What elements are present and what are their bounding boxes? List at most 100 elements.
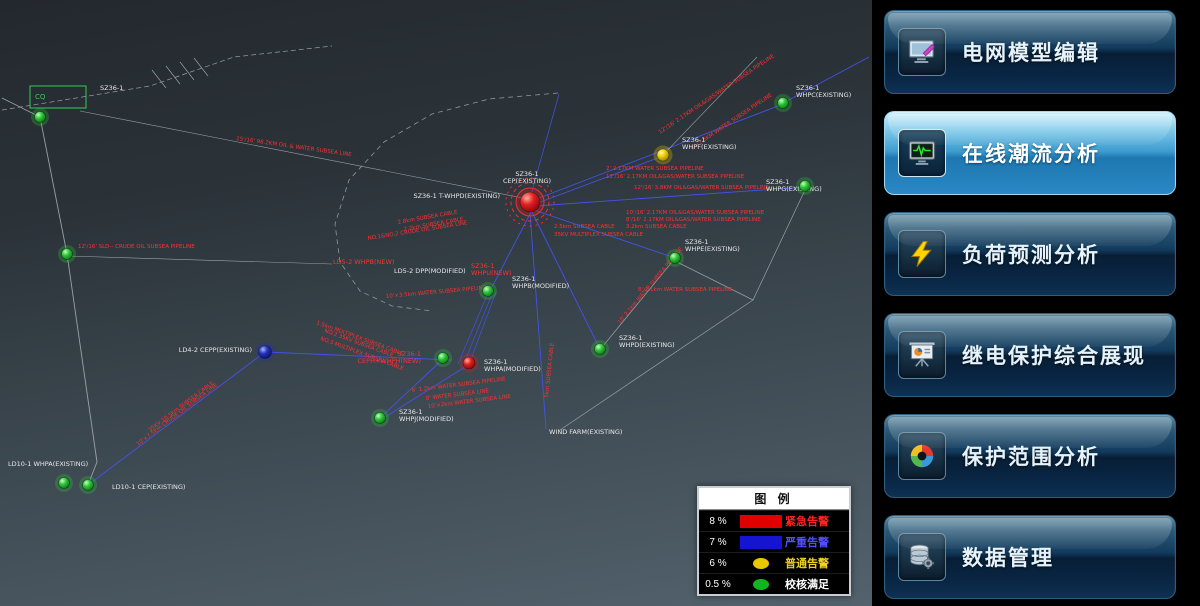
sidebar-item-grid-model-edit[interactable]: 电网模型编辑: [884, 10, 1176, 94]
sidebar-item-load-forecast[interactable]: 负荷预测分析: [884, 212, 1176, 296]
pipeline-edge: [462, 293, 493, 367]
pipeline-annotation: 8'/16' 2.17KM OIL&GAS/WATER SUBSEA PIPEL…: [626, 217, 761, 223]
pipeline-edge: [79, 110, 529, 200]
legend-title: 图 例: [699, 488, 849, 509]
emergency-swatch: [737, 513, 785, 529]
pipeline-edge: [381, 364, 469, 420]
severe-swatch: [737, 534, 785, 550]
grid-node-sz36-1-cep[interactable]: [519, 191, 541, 213]
pie-chart-icon: [898, 432, 946, 480]
sidebar-item-label: 电网模型编辑: [962, 42, 1100, 65]
pipeline-edge: [531, 211, 601, 350]
sidebar-item-relay-protection-display[interactable]: 继电保护综合展现: [884, 313, 1176, 397]
sidebar-item-data-management[interactable]: 数据管理: [884, 515, 1176, 599]
pipeline-annotation: 8' 2.1km WATER SUBSEA PIPELINE: [638, 287, 733, 293]
grid-node-sz36-1-whpg[interactable]: [799, 180, 811, 192]
grid-node-sz36-1-whpa[interactable]: [462, 356, 476, 370]
pipeline-edge: [457, 292, 489, 365]
ok-swatch: [737, 576, 785, 592]
node-label: LD10-1 WHPA(EXISTING): [8, 460, 88, 468]
pipeline-edge: [193, 57, 209, 77]
legend-row-emergency: 8 % 紧急告警: [699, 510, 849, 531]
pipeline-annotation: 12'/16' 2.17KM OIL&GAS/WATER SUBSEA PIPE…: [658, 53, 776, 136]
pipeline-edge: [379, 357, 445, 419]
grid-node-ld10-1-cep[interactable]: [82, 479, 94, 491]
legend-label: 校核满足: [785, 579, 829, 591]
pipeline-annotation: 10'/16' 2.17KM OIL&GAS/WATER SUBSEA PIPE…: [626, 210, 765, 216]
sidebar-item-online-power-flow[interactable]: 在线潮流分析: [884, 111, 1176, 195]
grid-node-sz36-1-whpf[interactable]: [656, 148, 670, 162]
grid-node-sz36-1-whpe[interactable]: [669, 252, 681, 264]
legend-row-ok: 0.5 % 校核满足: [699, 573, 849, 594]
sidebar-item-label: 数据管理: [962, 547, 1054, 570]
node-label: LD4-2 CEPP(EXISTING): [179, 346, 252, 354]
legend: 图 例 8 % 紧急告警 7 % 严重告警 6 % 普通告警 0.5 % 校核满…: [697, 486, 851, 596]
grid-node-sz36-1-ceph[interactable]: [437, 352, 449, 364]
grid-node-sz36-1-whpd[interactable]: [594, 343, 606, 355]
pipeline-edge: [602, 261, 673, 347]
alarm-ring: [505, 177, 555, 227]
pipeline-edge: [534, 155, 664, 205]
legend-label: 普通告警: [785, 558, 829, 570]
pipeline-annotation: 12'/16' SLD-- CRUDE OIL SUBSEA PIPELINE: [78, 244, 195, 250]
grid-node-sz36-1-whpc[interactable]: [777, 97, 789, 109]
pipeline-annotation: 2.5km SUBSEA CABLE: [554, 224, 615, 230]
pipeline-edge: [559, 299, 754, 431]
pipeline-edge: [39, 116, 68, 255]
sidebar-item-label: 在线潮流分析: [962, 143, 1100, 166]
node-label: LD5-2 WHPB(NEW): [333, 258, 394, 266]
grid-node-cq-field[interactable]: [34, 111, 46, 123]
node-label: SZ36-1 T-WHPD(EXISTING): [413, 192, 500, 200]
pipeline-edge: [66, 253, 98, 486]
pipeline-edge: [179, 61, 195, 81]
pipeline-annotation: 15'/16' 98.2KM OIL & WATER SUBSEA LINE: [236, 136, 353, 158]
pipeline-annotation: 5km SUBSEA CABLE: [544, 342, 556, 398]
pipeline-edge: [782, 56, 870, 104]
sidebar-item-label: 保护范围分析: [962, 446, 1100, 469]
pipeline-edge: [165, 65, 181, 85]
pipeline-annotation: 10'×3.5km WATER SUBSEA PIPELINE: [386, 285, 487, 300]
pipeline-annotation: 3.2km SUBSEA CABLE: [626, 224, 687, 230]
pipeline-annotation: 35KV MULTIPLEX SUBSEA CABLE: [554, 232, 644, 238]
cq-field-box: [29, 85, 87, 109]
pipeline-annotation: 12'/16' 3.8KM OIL&GAS/WATER SUBSEA PIPEL…: [634, 185, 769, 191]
sidebar-item-protection-range[interactable]: 保护范围分析: [884, 414, 1176, 498]
pipeline-edge: [264, 351, 453, 361]
pipeline-annotation: 2' 2.17KM WATER SUBSEA PIPELINE: [606, 166, 704, 172]
alarm-ring: [510, 182, 550, 222]
sidebar-item-label: 负荷预测分析: [962, 244, 1100, 267]
grid-node-sz36-1-whpj[interactable]: [374, 412, 386, 424]
legend-row-common: 6 % 普通告警: [699, 552, 849, 573]
sidebar-menu: 电网模型编辑 在线潮流分析 负荷预测分析: [884, 10, 1176, 599]
legend-percent: 8 %: [709, 515, 727, 527]
legend-percent: 6 %: [709, 557, 727, 569]
legend-percent: 7 %: [709, 536, 727, 548]
presentation-chart-icon: [898, 331, 946, 379]
lightning-icon: [898, 230, 946, 278]
legend-body: 8 % 紧急告警 7 % 严重告警 6 % 普通告警 0.5 % 校核满足: [699, 509, 849, 594]
pipeline-edge: [67, 255, 333, 265]
node-label: WIND FARM(EXISTING): [549, 428, 622, 436]
legend-label: 严重告警: [785, 537, 829, 549]
grid-node-sz36-1-whpb[interactable]: [482, 285, 494, 297]
grid-node-left-junction[interactable]: [61, 248, 73, 260]
pipeline-edge: [535, 186, 806, 207]
node-label: LD5-2 DPP(MODIFIED): [394, 267, 466, 275]
node-label: SZ36-1: [100, 84, 123, 92]
pipeline-edge: [529, 212, 547, 430]
monitor-edit-icon: [898, 28, 946, 76]
grid-node-ld10-1-whpa[interactable]: [58, 477, 70, 489]
node-label: LD10-1 CEP(EXISTING): [112, 483, 185, 491]
grid-node-ld4-2-cepp[interactable]: [258, 345, 272, 359]
